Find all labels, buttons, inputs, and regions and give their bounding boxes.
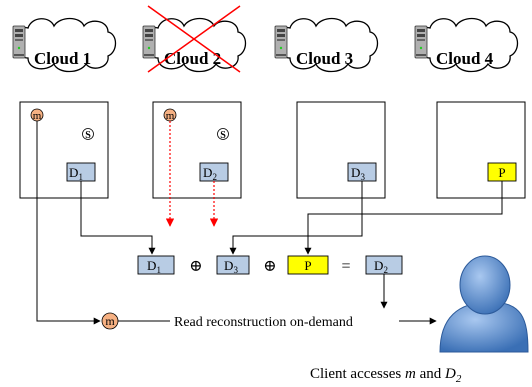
cloud-1-label: Cloud 1 bbox=[34, 49, 91, 68]
cloud-4: Cloud 4 bbox=[414, 17, 519, 73]
read-reconstruction-label: Read reconstruction on-demand bbox=[174, 315, 353, 330]
block-d3: D3 bbox=[347, 162, 377, 182]
cloud-1: Cloud 1 bbox=[12, 17, 117, 73]
svg-text:P: P bbox=[498, 165, 505, 180]
svg-text:S: S bbox=[220, 130, 226, 141]
storage-circle-2: S bbox=[217, 128, 229, 141]
block-d1: D1 bbox=[66, 162, 96, 182]
cloud-3-storage bbox=[296, 101, 386, 199]
equation-p: P bbox=[287, 255, 329, 275]
failure-cross-icon bbox=[147, 5, 241, 73]
d3-connector bbox=[229, 181, 363, 255]
equation-d3: D3 bbox=[216, 255, 250, 275]
server-icon bbox=[12, 25, 26, 59]
equation-d1: D1 bbox=[137, 255, 175, 275]
metadata-circle-2: m bbox=[163, 108, 177, 122]
cloud-2-label: Cloud 2 bbox=[164, 49, 221, 68]
block-d2: D2 bbox=[199, 162, 229, 182]
svg-text:D3: D3 bbox=[351, 165, 365, 182]
cloud-4-label: Cloud 4 bbox=[436, 49, 494, 68]
storage-circle-1: S bbox=[82, 128, 94, 141]
cloud-3: Cloud 3 bbox=[274, 17, 379, 73]
equals-sign: = bbox=[341, 258, 350, 275]
server-icon bbox=[142, 25, 156, 59]
svg-text:m: m bbox=[33, 110, 42, 122]
xor-operator-1: ⊕ bbox=[189, 258, 202, 275]
metadata-circle-read: m bbox=[101, 312, 119, 330]
cloud-4-storage bbox=[436, 101, 526, 199]
cloud-2-storage bbox=[152, 101, 242, 199]
svg-text:P: P bbox=[304, 258, 311, 273]
svg-text:D1: D1 bbox=[69, 165, 83, 182]
svg-text:D1: D1 bbox=[147, 258, 161, 275]
p-connector bbox=[304, 181, 503, 255]
client-caption: Client accesses m and D2 bbox=[310, 366, 462, 385]
svg-text:m: m bbox=[105, 314, 115, 328]
svg-text:D3: D3 bbox=[224, 258, 238, 275]
equation-result-d2: D2 bbox=[365, 255, 403, 275]
cloud-3-label: Cloud 3 bbox=[296, 49, 353, 68]
server-icon bbox=[414, 25, 428, 59]
user-icon bbox=[439, 255, 529, 353]
svg-text:S: S bbox=[85, 130, 91, 141]
server-icon bbox=[274, 25, 288, 59]
svg-text:D2: D2 bbox=[203, 165, 217, 182]
svg-text:D2: D2 bbox=[374, 258, 388, 275]
xor-operator-2: ⊕ bbox=[263, 258, 276, 275]
block-p: P bbox=[487, 162, 517, 182]
d1-connector bbox=[80, 181, 156, 255]
svg-text:m: m bbox=[166, 110, 175, 122]
metadata-circle-1: m bbox=[30, 108, 44, 122]
metadata-path bbox=[36, 121, 101, 325]
cloud-2: Cloud 2 bbox=[142, 5, 247, 73]
